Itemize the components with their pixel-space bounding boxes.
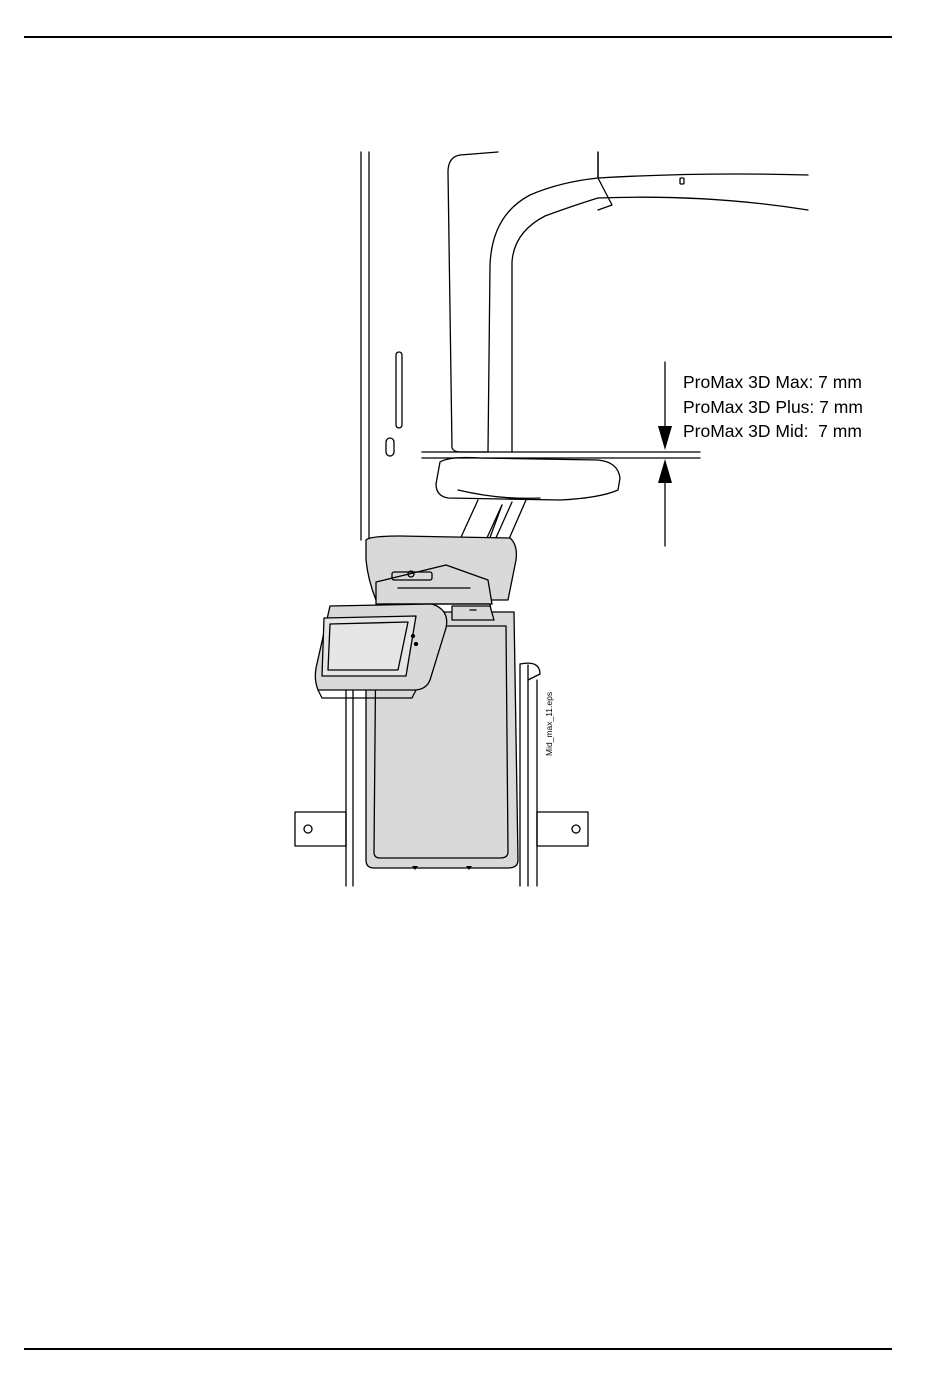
dimension-label-mid: ProMax 3D Mid: 7 mm: [683, 421, 862, 441]
file-label: Mid_max_11.eps: [544, 692, 554, 756]
side-handle: [520, 663, 540, 680]
floor-bracket-right: [537, 812, 588, 846]
dimension-label-max: ProMax 3D Max: 7 mm: [683, 372, 862, 392]
dimension-label-plus: ProMax 3D Plus: 7 mm: [683, 397, 863, 417]
floor-bracket-left: [295, 812, 346, 846]
